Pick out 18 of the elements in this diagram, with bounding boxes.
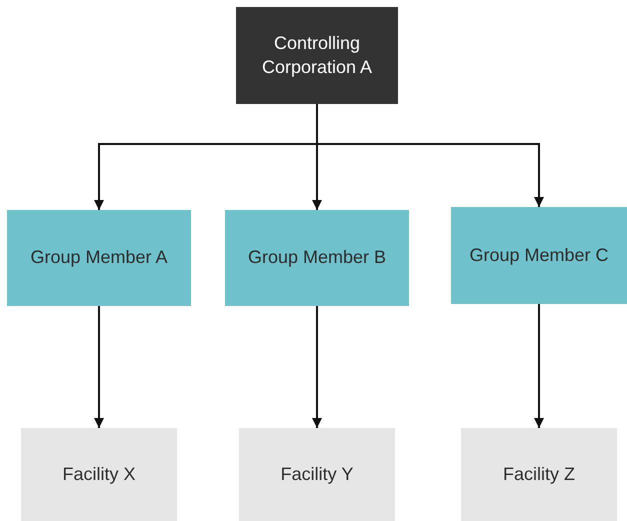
box-label: Facility Y	[280, 462, 354, 486]
member-box	[7, 210, 191, 306]
box-label: Group Member A	[30, 246, 168, 270]
facility-box	[21, 428, 177, 521]
facility-box	[239, 428, 395, 521]
box-label: Controlling Corporation A	[260, 32, 374, 79]
facility-box	[461, 428, 617, 521]
parent-box	[236, 7, 398, 104]
arrow	[534, 304, 544, 428]
box-label: Facility X	[62, 462, 136, 486]
arrow	[94, 306, 104, 428]
member-box	[225, 210, 409, 306]
arrow	[312, 306, 322, 428]
box-label: Group Member C	[469, 244, 609, 267]
box-label: Group Member B	[248, 246, 386, 270]
box-label: Facility Z	[503, 462, 575, 486]
member-box	[451, 207, 627, 304]
arrow	[316, 104, 544, 207]
